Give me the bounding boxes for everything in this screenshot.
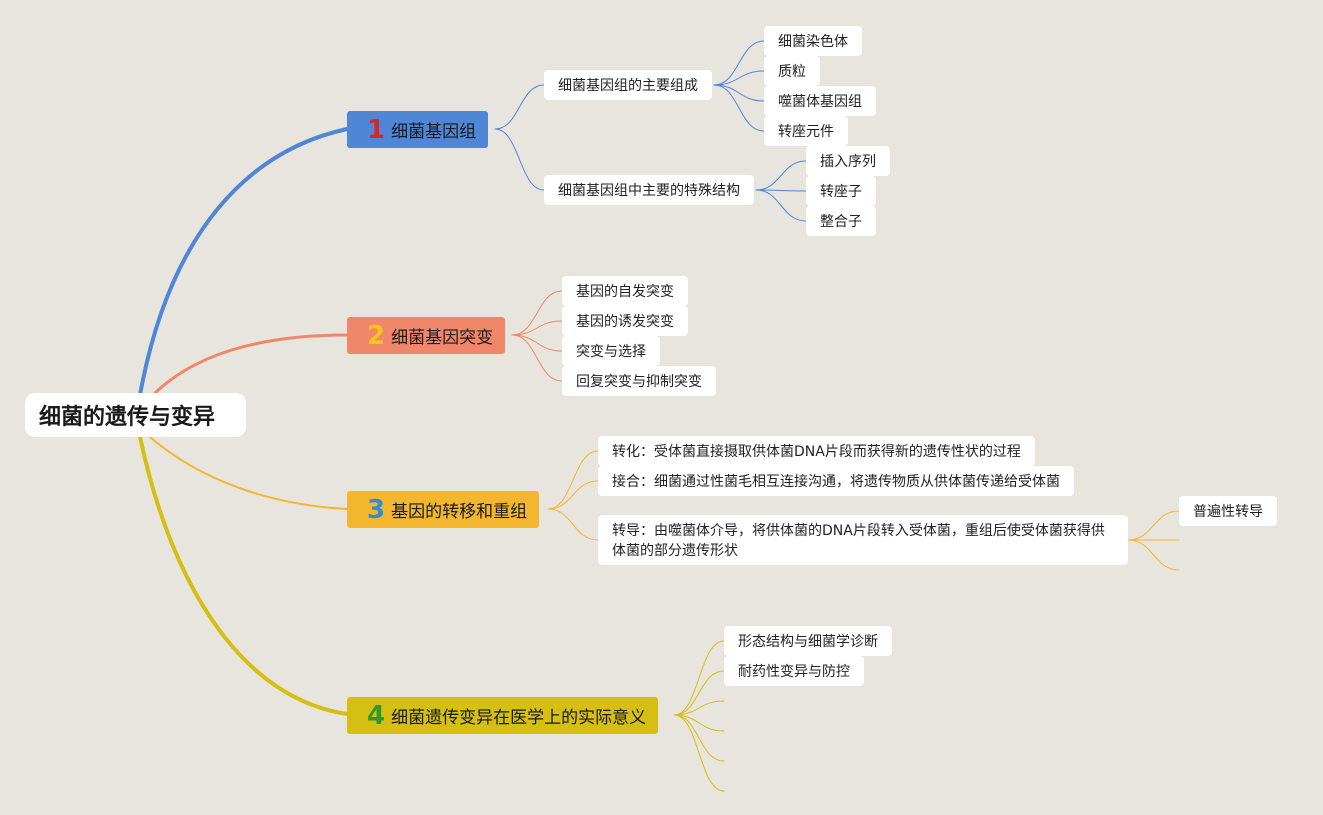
b3-leaf-3[interactable]: 转导：由噬菌体介导，将供体菌的DNA片段转入受体菌，重组后使受体菌获得供体菌的部… (598, 515, 1128, 565)
b1-sub-2-leaf-2[interactable]: 转座子 (806, 176, 876, 206)
link-b1-sub2-leaf-2 (755, 189, 807, 192)
link-b1-sub2 (494, 128, 545, 191)
b1-sub-2-leaf-3[interactable]: 整合子 (806, 206, 876, 236)
link-b3-leaf3-child-1 (1127, 510, 1180, 541)
link-b2-leaf-1 (511, 290, 563, 336)
link-b4-leaf-4 (673, 714, 725, 732)
b2-leaf-1[interactable]: 基因的自发突变 (562, 276, 688, 306)
branch-4-label: 细菌遗传变异在医学上的实际意义 (391, 708, 647, 728)
link-root-branch-1 (138, 127, 349, 397)
b1-sub-1-leaf-4[interactable]: 转座元件 (764, 116, 848, 146)
b2-leaf-4[interactable]: 回复突变与抑制突变 (562, 366, 716, 396)
branch-4[interactable]: 4 细菌遗传变异在医学上的实际意义 (347, 697, 659, 734)
b1-sub-1[interactable]: 细菌基因组的主要组成 (544, 70, 712, 100)
branch-3-label: 基因的转移和重组 (391, 502, 528, 522)
branch-1-label: 细菌基因组 (391, 122, 477, 142)
b1-sub-1-leaf-2[interactable]: 质粒 (764, 56, 820, 86)
branch-4-number: 4 (367, 700, 386, 731)
branch-2-number: 2 (367, 320, 386, 351)
link-b4-leaf-1 (673, 640, 725, 716)
branch-2-label: 细菌基因突变 (391, 328, 494, 348)
branch-2[interactable]: 2 细菌基因突变 (347, 317, 506, 354)
b3-leaf-3-child-1[interactable]: 普遍性转导 (1179, 496, 1277, 526)
link-b4-leaf-2 (673, 670, 725, 716)
b4-leaf-1[interactable]: 形态结构与细菌学诊断 (724, 626, 892, 656)
link-root-branch-3 (149, 436, 348, 510)
link-b3-leaf-3 (547, 508, 599, 541)
branch-1[interactable]: 1 细菌基因组 (347, 111, 489, 148)
link-root-branch-2 (153, 333, 349, 395)
b1-sub-2-leaf-1[interactable]: 插入序列 (806, 146, 890, 176)
link-b1-sub1 (494, 84, 545, 130)
b2-leaf-3[interactable]: 突变与选择 (562, 336, 660, 366)
link-b4-leaf-6 (673, 714, 725, 792)
b3-leaf-1[interactable]: 转化：受体菌直接摄取供体菌DNA片段而获得新的遗传性状的过程 (598, 436, 1035, 466)
link-b1-sub1-leaf-4 (713, 84, 765, 132)
branch-1-number: 1 (367, 114, 386, 145)
b1-sub-2[interactable]: 细菌基因组中主要的特殊结构 (544, 175, 754, 205)
link-b2-leaf-4 (511, 334, 563, 382)
link-b3-leaf3-child-3 (1127, 539, 1180, 571)
link-b1-sub1-leaf-3 (713, 84, 765, 102)
link-b4-leaf-5 (673, 714, 725, 762)
link-b3-leaf-2 (547, 480, 599, 510)
branch-3[interactable]: 3 基因的转移和重组 (347, 491, 540, 528)
link-b1-sub1-leaf-2 (713, 70, 765, 86)
b3-leaf-2[interactable]: 接合：细菌通过性菌毛相互连接沟通，将遗传物质从供体菌传递给受体菌 (598, 466, 1074, 496)
link-b1-sub2-leaf-1 (755, 160, 807, 191)
link-root-branch-4 (138, 435, 349, 716)
link-b2-leaf-2 (511, 320, 563, 336)
link-b1-sub1-leaf-1 (713, 40, 765, 86)
branch-3-number: 3 (367, 494, 386, 525)
b1-sub-1-leaf-3[interactable]: 噬菌体基因组 (764, 86, 876, 116)
link-b1-sub2-leaf-3 (755, 189, 807, 222)
link-b2-leaf-3 (511, 334, 563, 352)
b1-sub-1-leaf-1[interactable]: 细菌染色体 (764, 26, 862, 56)
b2-leaf-2[interactable]: 基因的诱发突变 (562, 306, 688, 336)
link-b4-leaf-3 (673, 700, 725, 716)
root-topic[interactable]: 细菌的遗传与变异 (25, 393, 246, 437)
b4-leaf-2[interactable]: 耐药性变异与防控 (724, 656, 864, 686)
link-b3-leaf-1 (547, 450, 599, 510)
